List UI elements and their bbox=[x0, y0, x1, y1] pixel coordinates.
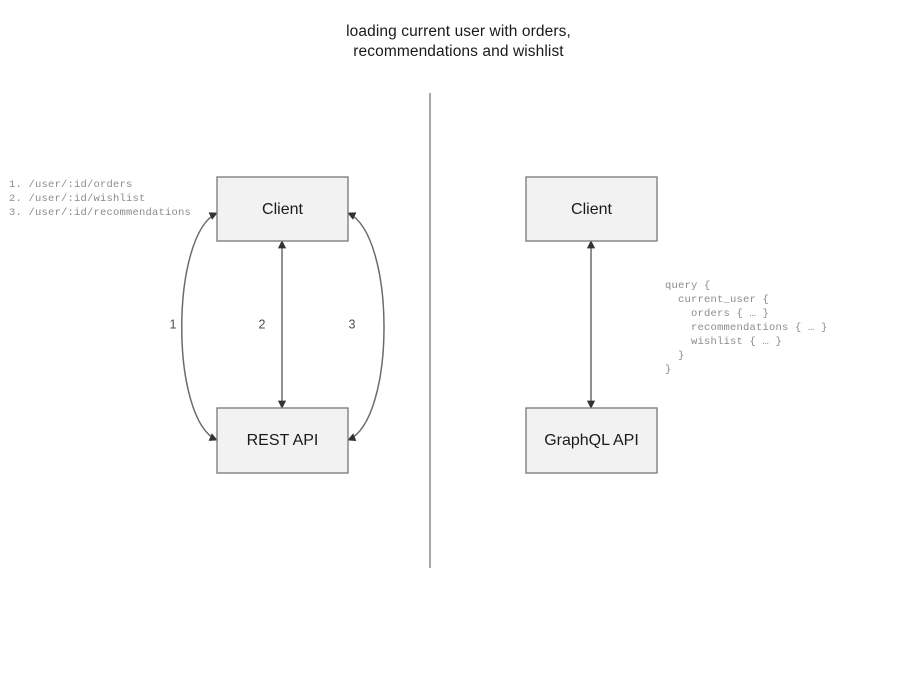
node-graphql-api-label: GraphQL API bbox=[544, 432, 639, 449]
page-title: loading current user with orders, recomm… bbox=[346, 23, 571, 60]
graphql-approach-group: Client GraphQL API bbox=[525, 176, 658, 474]
node-graphql-client[interactable] bbox=[525, 176, 658, 242]
node-rest-api-label: REST API bbox=[247, 432, 319, 449]
rest-edge-3-label: 3 bbox=[349, 317, 356, 331]
node-rest-client[interactable] bbox=[216, 176, 349, 242]
node-graphql-api[interactable] bbox=[525, 407, 658, 474]
node-rest-client-label: Client bbox=[262, 201, 303, 218]
rest-edge-1-label: 1 bbox=[170, 317, 177, 331]
node-rest-api[interactable] bbox=[216, 407, 349, 474]
rest-endpoints-annotation: 1. /user/:id/orders 2. /user/:id/wishlis… bbox=[9, 179, 192, 219]
node-graphql-client-label: Client bbox=[571, 201, 612, 218]
graphql-query-annotation: query { current_user { orders { … } reco… bbox=[665, 280, 828, 376]
rest-edge-1 bbox=[181, 212, 218, 441]
rest-approach-group: Client REST API 1 2 3 bbox=[170, 176, 385, 474]
rest-edge-3 bbox=[347, 212, 385, 441]
rest-edge-2-label: 2 bbox=[259, 317, 266, 331]
